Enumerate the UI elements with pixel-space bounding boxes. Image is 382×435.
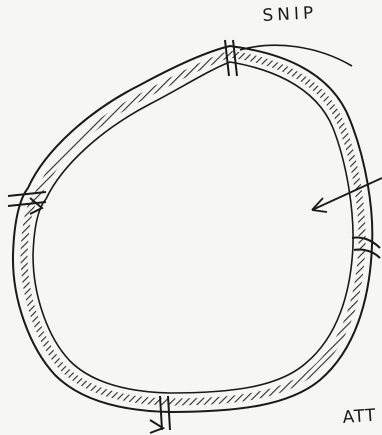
ring-inner-outline (33, 62, 353, 393)
attachment-label: ATT (342, 406, 377, 428)
snip-label: SNIP (262, 3, 318, 26)
ring-hatched-band (24, 54, 362, 402)
cut-mark-right (352, 237, 380, 258)
